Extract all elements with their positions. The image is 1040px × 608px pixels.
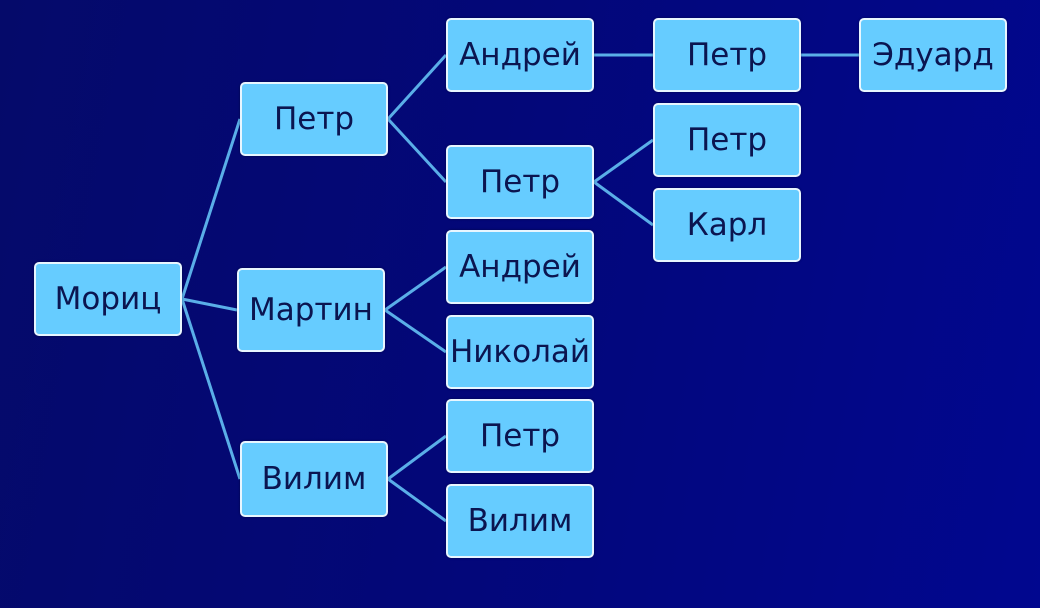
edge-petr2-karl [593,180,654,227]
node-nikolay: Николай [446,315,594,389]
node-andrey-gen3-b: Андрей [446,230,594,304]
edge-moric-martin [181,297,238,312]
node-andrey-gen3-a: Андрей [446,18,594,92]
node-petr-gen4-a: Петр [653,18,801,92]
node-moric: Мориц [34,262,182,336]
edge-moric-vilim1 [180,298,242,480]
edge-vilim1-vilim2 [387,477,447,523]
edge-petr1-andrey1 [386,53,448,121]
edge-martin-nikolay [384,308,447,354]
node-petr-gen2: Петр [240,82,388,156]
node-vilim-gen2: Вилим [240,441,388,517]
node-petr-gen3-c: Петр [446,399,594,473]
edge-moric-petr1 [180,118,242,300]
node-petr-gen4-b: Петр [653,103,801,177]
node-petr-gen3: Петр [446,145,594,219]
node-martin: Мартин [237,268,385,352]
edge-martin-andrey2 [384,265,447,312]
node-karl: Карл [653,188,801,262]
edge-vilim1-petr3 [387,434,447,481]
node-vilim-gen3: Вилим [446,484,594,558]
node-eduard: Эдуард [859,18,1007,92]
edge-petr1-petr2 [386,117,448,184]
edge-petr2-petr5 [593,138,654,184]
